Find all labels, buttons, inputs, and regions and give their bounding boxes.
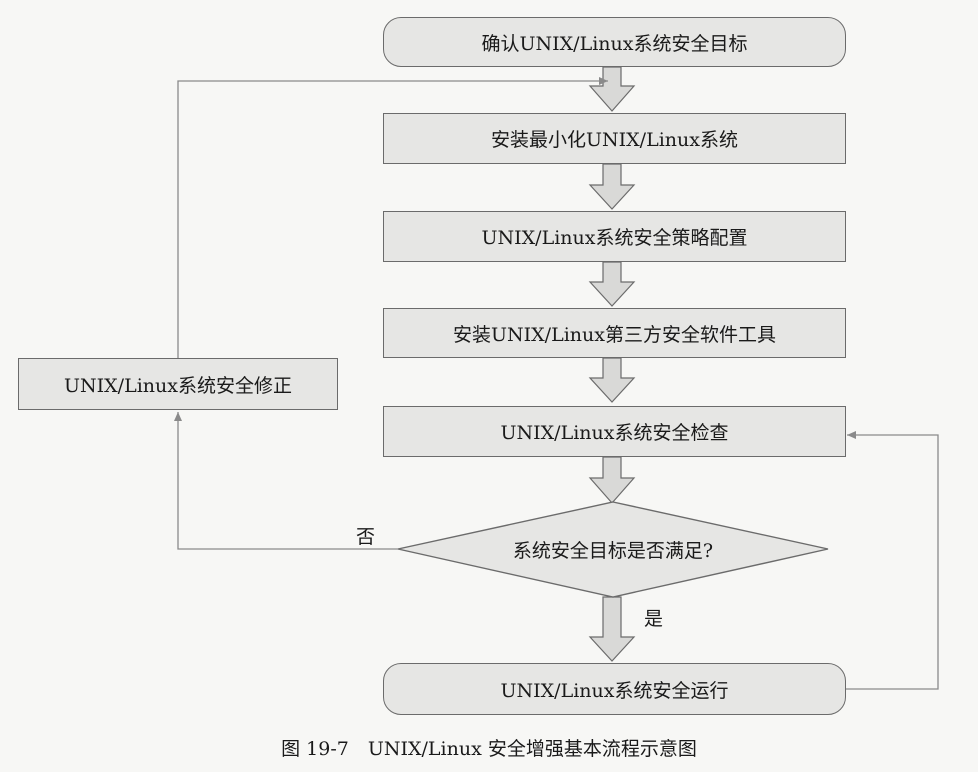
step-security-check: UNIX/Linux系统安全检查: [383, 406, 846, 457]
step-confirm-goal: 确认UNIX/Linux系统安全目标: [383, 17, 846, 67]
run-loop-line: [846, 431, 939, 690]
fix-feedback-line: [177, 77, 608, 358]
branch-no-label: 否: [356, 526, 376, 548]
figure-caption: 图 19-7 UNIX/Linux 安全增强基本流程示意图: [281, 738, 697, 760]
block-arrow-5: [588, 456, 636, 504]
block-arrow-2: [588, 163, 636, 210]
block-arrow-1: [588, 66, 636, 112]
step-security-fix: UNIX/Linux系统安全修正: [18, 358, 338, 410]
step-secure-run: UNIX/Linux系统安全运行: [383, 663, 846, 715]
block-arrow-6: [588, 596, 636, 662]
branch-yes-label: 是: [644, 608, 664, 630]
decision-label: 系统安全目标是否满足?: [512, 539, 714, 562]
step-minimal-install: 安装最小化UNIX/Linux系统: [383, 113, 846, 164]
step-policy-config: UNIX/Linux系统安全策略配置: [383, 211, 846, 262]
block-arrow-4: [588, 357, 636, 403]
no-branch-line: [174, 412, 398, 550]
decision-diamond: [397, 501, 829, 598]
block-arrow-3: [588, 261, 636, 307]
step-third-party-tools: 安装UNIX/Linux第三方安全软件工具: [383, 308, 846, 358]
